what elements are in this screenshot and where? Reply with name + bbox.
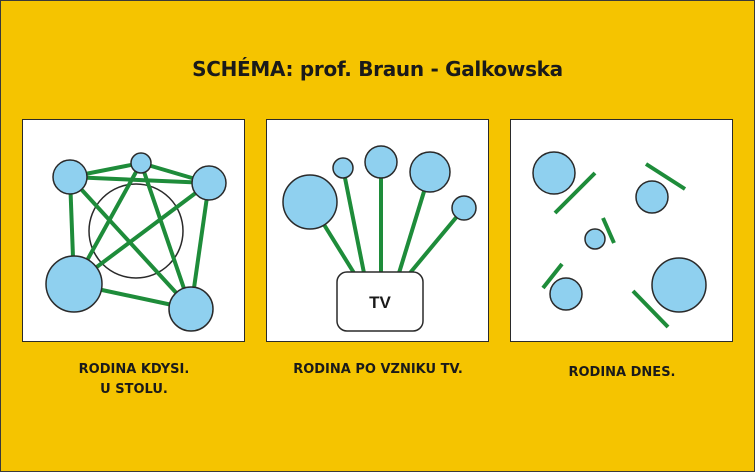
person-circle xyxy=(45,255,103,313)
person-circle xyxy=(635,180,669,214)
barrier-line xyxy=(553,171,597,215)
person-circle xyxy=(584,228,606,250)
caption-family-today: RODINA DNES. xyxy=(568,365,676,380)
tv-box xyxy=(336,271,424,332)
caption-line: RODINA KDYSI. xyxy=(78,362,190,377)
barrier-line xyxy=(541,262,564,290)
family-members-past xyxy=(45,152,227,332)
family-members-today xyxy=(532,151,707,313)
person-circle xyxy=(549,277,583,311)
person-circle xyxy=(282,174,338,230)
barrier-line xyxy=(601,217,616,244)
panel-family-tv: TV xyxy=(266,119,489,342)
person-circle xyxy=(191,165,227,201)
tv-label: TV xyxy=(369,293,391,312)
link xyxy=(139,162,193,310)
barrier-line xyxy=(631,289,670,329)
person-circle xyxy=(130,152,152,174)
panel-family-today xyxy=(510,119,733,342)
caption-family-past: RODINA KDYSI. U STOLU. xyxy=(14,360,254,400)
person-circle xyxy=(451,195,477,221)
diagram-title: SCHÉMA: prof. Braun - Galkowska xyxy=(192,57,563,81)
link xyxy=(69,175,210,185)
barriers-today xyxy=(541,162,687,329)
family-members-tv xyxy=(282,145,477,230)
person-circle xyxy=(532,151,576,195)
link xyxy=(408,206,466,275)
person-circle xyxy=(651,257,707,313)
caption-line: U STOLU. xyxy=(100,382,168,397)
person-circle xyxy=(168,286,214,332)
barrier-line xyxy=(644,162,687,191)
caption-family-tv: RODINA PO VZNIKU TV. xyxy=(293,362,463,377)
person-circle xyxy=(332,157,354,179)
person-circle xyxy=(52,159,88,195)
person-circle xyxy=(364,145,398,179)
panel-family-past xyxy=(22,119,245,342)
person-circle xyxy=(409,151,451,193)
link xyxy=(341,167,366,274)
